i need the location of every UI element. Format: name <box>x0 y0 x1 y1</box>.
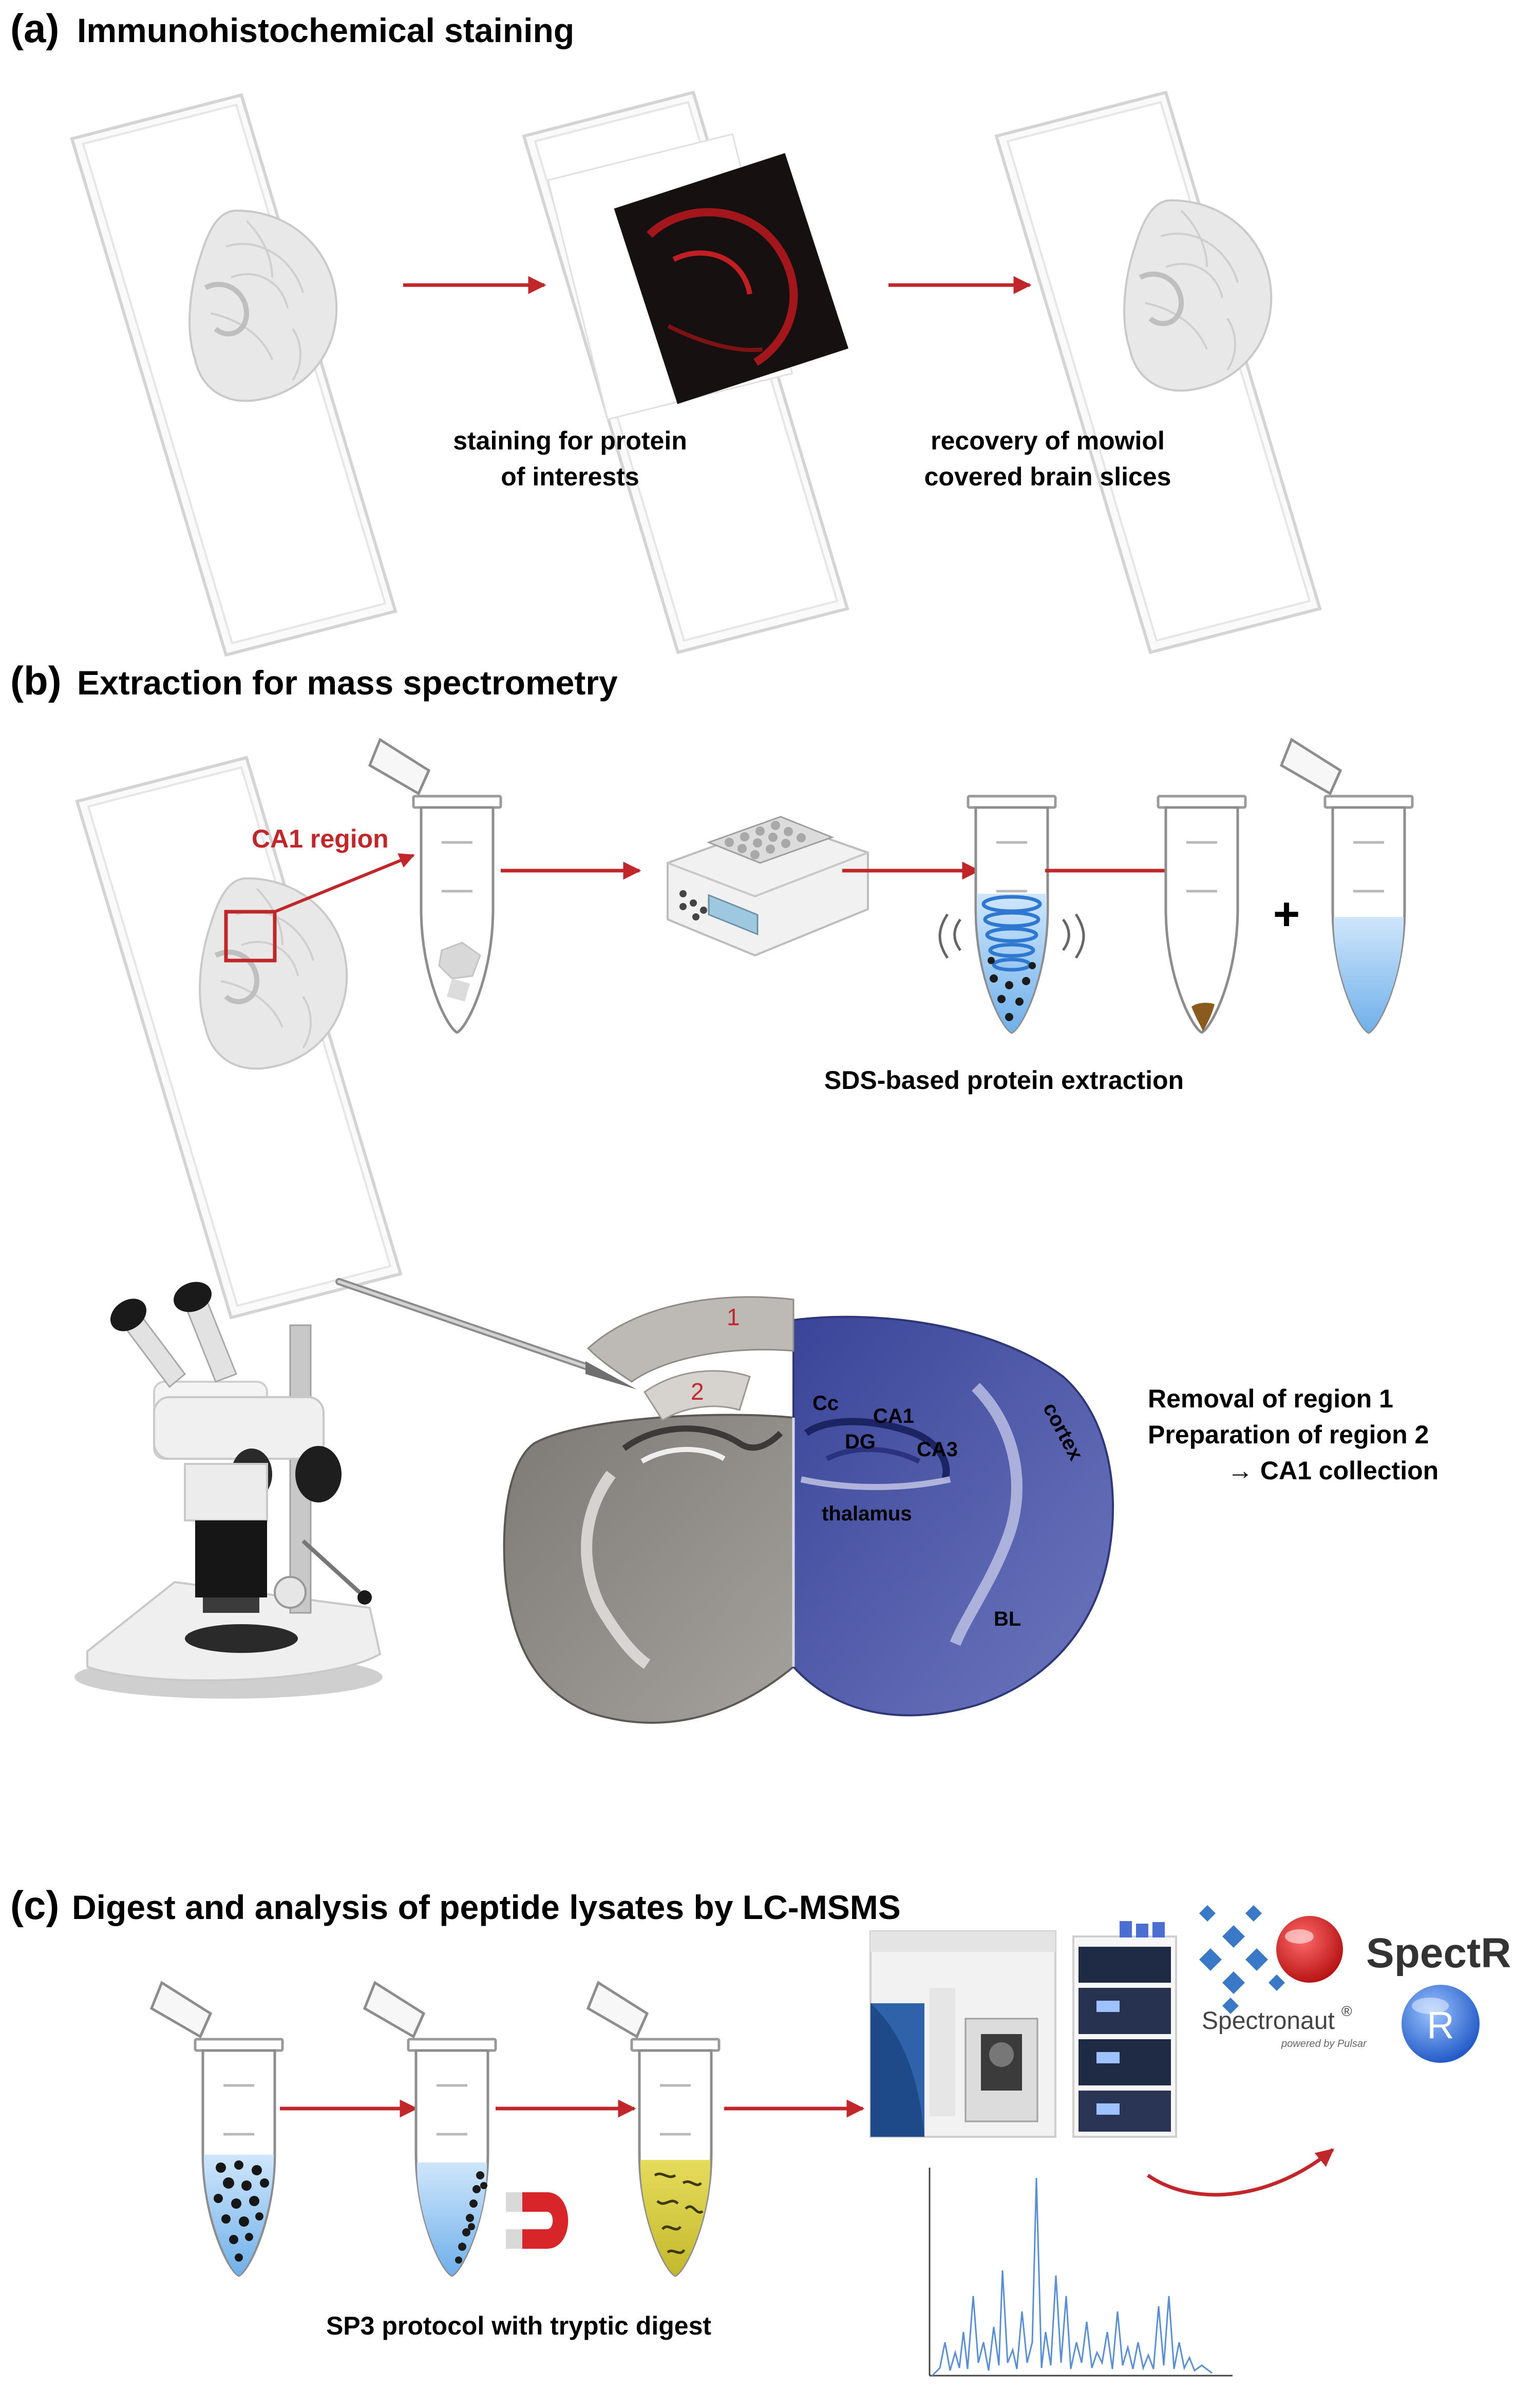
tube-pellet <box>1158 796 1245 1032</box>
mass-spectrometer <box>869 1930 1056 2138</box>
panel-a-letter: (a) <box>10 6 59 51</box>
step-ca1-collection: → CA1 collection <box>1227 1456 1439 1485</box>
step-preparation-region-2: Preparation of region 2 <box>1148 1420 1429 1449</box>
arrow-region-to-tube <box>274 853 415 913</box>
panel-b-title: Extraction for mass spectrometry <box>77 664 618 702</box>
hplc-system <box>1072 1921 1177 2138</box>
slide-unstained-a <box>72 95 395 655</box>
spectronaut-wordmark: Spectronaut <box>1202 2007 1335 2035</box>
panel-b-letter: (b) <box>10 658 62 703</box>
slide-recovered-a <box>996 92 1320 652</box>
caption-recovery-line1: recovery of mowiol <box>931 426 1165 455</box>
r-logo-letter: R <box>1427 2004 1454 2046</box>
label-dg: DG <box>845 1431 876 1453</box>
label-ca3: CA3 <box>917 1438 958 1461</box>
magnet-icon <box>506 2192 569 2249</box>
coronal-brain-slice <box>503 1296 1114 1724</box>
label-region-1: 1 <box>727 1304 740 1330</box>
slide-stained-a <box>524 92 848 652</box>
slide-dissection-b <box>77 758 401 1318</box>
step-removal-region-1: Removal of region 1 <box>1148 1384 1393 1413</box>
spectronaut-registered: ® <box>1341 2003 1352 2019</box>
label-ca1: CA1 <box>873 1405 914 1427</box>
tube-tissue <box>370 740 501 1032</box>
spectronaut-logo <box>1199 1905 1343 2014</box>
plus-sign: + <box>1273 889 1300 940</box>
caption-sp3-protocol: SP3 protocol with tryptic digest <box>326 2311 711 2340</box>
tube-vortex <box>938 796 1085 1032</box>
ca1-region-box <box>224 910 277 963</box>
r-logo-icon <box>1402 1985 1480 2063</box>
panel-c-letter: (c) <box>10 1883 59 1928</box>
label-region-2: 2 <box>691 1378 704 1405</box>
fluorescence-image <box>614 153 849 404</box>
ms-spectrum <box>909 2162 1238 2388</box>
tube-supernatant <box>1281 740 1412 1032</box>
ca1-region-label: CA1 region <box>252 824 389 853</box>
caption-recovery-line2: covered brain slices <box>924 462 1171 491</box>
stereo-microscope <box>74 1282 383 1699</box>
label-thalamus: thalamus <box>822 1502 912 1525</box>
spectr-logo: SpectR <box>1366 1930 1511 1977</box>
tube-magnet-c <box>365 1983 496 2275</box>
panel-c-title: Digest and analysis of peptide lysates b… <box>72 1888 901 1926</box>
panel-a-title: Immunohistochemical staining <box>77 11 574 49</box>
caption-sds-extraction: SDS-based protein extraction <box>824 1066 1184 1095</box>
thermoshaker <box>667 816 869 957</box>
tube-peptides-c <box>588 1983 719 2275</box>
curved-arrow-to-software <box>1147 2148 1334 2197</box>
caption-staining-line2: of interests <box>501 462 639 491</box>
spectronaut-subtitle: powered by Pulsar <box>1281 2038 1367 2049</box>
caption-staining-line1: staining for protein <box>453 426 687 455</box>
label-cc: Cc <box>812 1392 839 1415</box>
tube-beads-c <box>152 1983 282 2275</box>
label-bl: BL <box>994 1608 1021 1630</box>
scalpel <box>335 1278 637 1389</box>
